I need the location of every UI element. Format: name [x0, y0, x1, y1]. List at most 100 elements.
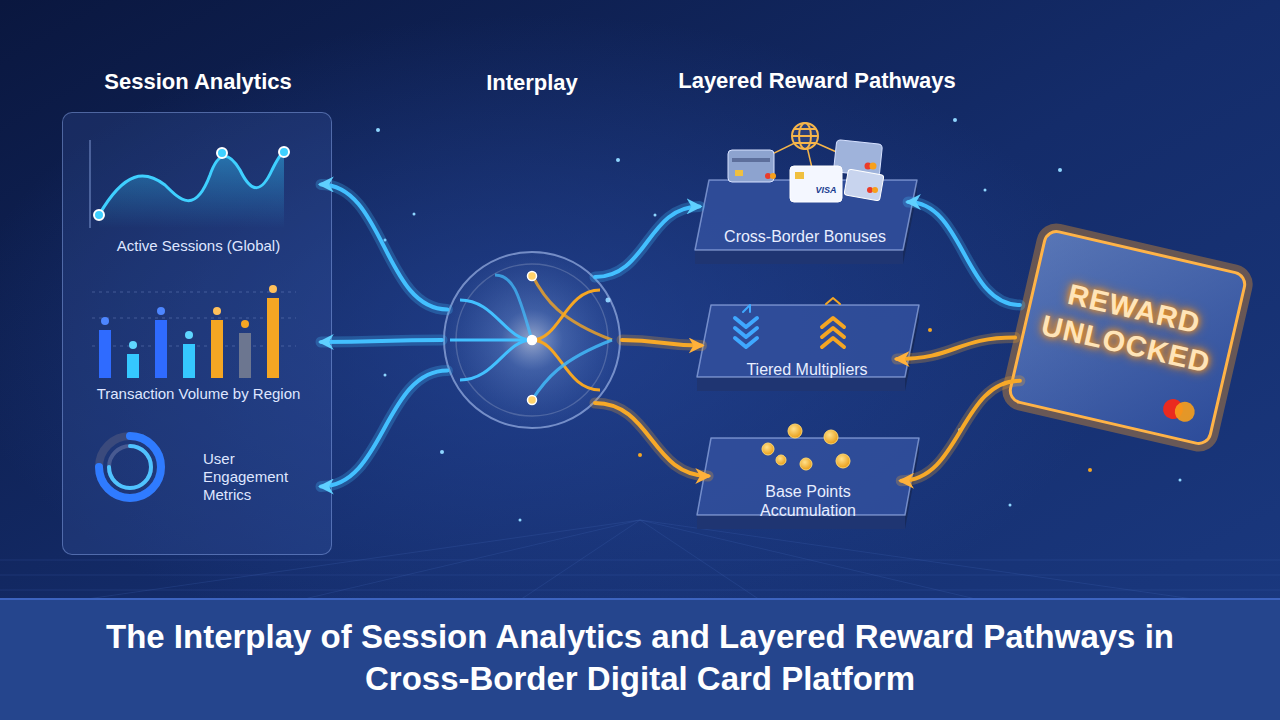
hub-crossing-lines-part: [460, 340, 532, 380]
sparkles-part: [519, 519, 522, 522]
hub-crossing-lines-part: [528, 396, 537, 405]
floor-grid: [0, 520, 1280, 600]
bar-chart-part-part: [92, 318, 296, 319]
bar-chart-part: [213, 307, 221, 315]
bar-chart-part: [267, 298, 279, 378]
hub-crossing-lines-part: [532, 275, 612, 340]
chevron-icons-part: [826, 298, 840, 304]
globe-icon-part: [792, 123, 818, 149]
connector-glow: [901, 381, 1020, 481]
reward-platform: Base Points Accumulation: [697, 438, 919, 533]
platform-front: [697, 377, 905, 391]
column-heading: Interplay: [442, 70, 622, 96]
coin-icons-part: [762, 443, 774, 455]
coin-icons-part: [824, 430, 838, 444]
line-chart-part: [99, 152, 284, 228]
chevron-icons-part: [822, 338, 844, 347]
coin-icons: [762, 424, 850, 470]
sparkles-part: [606, 298, 611, 303]
card-cluster-illustration: [728, 123, 884, 202]
line-chart-part: [89, 140, 91, 228]
sparkles-part: [953, 118, 957, 122]
bar-chart-part-part: [92, 292, 296, 293]
globe-icon-part: [792, 135, 818, 137]
connector-glow: [897, 338, 1015, 360]
flow-arrow: [897, 338, 1015, 360]
flow-arrow: [595, 403, 708, 476]
platform-label: Cross-Border Bonuses: [705, 227, 905, 246]
card-cluster-illustration-part: [870, 163, 877, 170]
connector-glow: [321, 340, 442, 342]
floor-grid-part: [640, 520, 760, 600]
platform-front: [697, 515, 905, 529]
floor-grid-part: [520, 520, 640, 600]
sparkles-part: [413, 213, 416, 216]
flow-arrow: [321, 184, 447, 309]
sparkles-part: [384, 374, 387, 377]
floor-grid-part: [640, 520, 1200, 600]
bar-chart-part: [269, 285, 277, 293]
sparkles-part: [928, 328, 932, 332]
line-chart-part: [99, 152, 284, 215]
sparkles-part: [654, 214, 657, 217]
flow-arrow: [908, 202, 1020, 305]
sparkles: [376, 118, 1182, 522]
column-heading: Session Analytics: [63, 69, 333, 95]
bar-chart-part: [183, 344, 195, 378]
card-cluster-illustration-part: [728, 150, 774, 182]
hub-crossing-lines: [450, 272, 612, 405]
reward-platform: Tiered Multipliers: [697, 305, 919, 395]
caption-band-edge: [0, 598, 1280, 600]
platform-side: [903, 180, 917, 264]
sparkles-part: [616, 158, 620, 162]
floor-grid-part: [0, 590, 1280, 591]
bar-chart-part: [99, 330, 111, 378]
connector-glow: [622, 340, 701, 346]
card-brand: VISA: [806, 185, 846, 195]
bar-chart-part: [157, 307, 165, 315]
card-cluster-illustration-part: [790, 166, 842, 202]
card-logo: [1161, 397, 1185, 421]
hub-crossing-lines-part: [528, 336, 537, 345]
chart-label: Active Sessions (Global): [76, 237, 321, 255]
sparkles-part: [1179, 479, 1182, 482]
bar-chart-part: [185, 331, 193, 339]
reward-text: REWARD UNLOCKED: [1032, 270, 1228, 382]
caption-band: [0, 598, 1280, 720]
bar-chart: [92, 285, 296, 378]
platform-slab: [697, 305, 919, 395]
flow-arrow: [595, 206, 699, 277]
card-cluster-illustration-part: [735, 170, 743, 176]
platform-top: [697, 438, 919, 515]
chart-label: Transaction Volume by Region: [76, 385, 321, 403]
flow-arrow: [321, 340, 442, 342]
flow-arrow: [901, 381, 1020, 481]
connector-glow: [321, 371, 447, 487]
sparkles-part: [440, 450, 444, 454]
platform-label: Base Points Accumulation: [733, 482, 883, 520]
globe-icon-part: [794, 142, 816, 144]
globe-icon: [792, 123, 818, 149]
flow-arrow: [622, 340, 701, 346]
floor-grid-part: [0, 575, 1280, 576]
chevron-icons-part: [822, 318, 844, 327]
platform-top: [697, 305, 919, 377]
platform-slab: [697, 438, 919, 533]
bar-chart-part: [241, 320, 249, 328]
chevron-icons: [735, 298, 844, 347]
card-cluster-illustration-part: [844, 169, 884, 201]
column-heading: Layered Reward Pathways: [667, 68, 967, 94]
bar-chart-part: [211, 320, 223, 378]
hub-crossing-lines-part: [528, 272, 537, 281]
bar-chart-part: [127, 354, 139, 378]
card-cluster-illustration-part: [770, 173, 776, 179]
donut-chart-part: [109, 446, 151, 488]
bar-chart-part: [239, 333, 251, 378]
hub-crossing-lines-part: [495, 275, 532, 340]
hub-crossing-lines-part: [450, 339, 532, 342]
bar-chart-part: [155, 320, 167, 378]
